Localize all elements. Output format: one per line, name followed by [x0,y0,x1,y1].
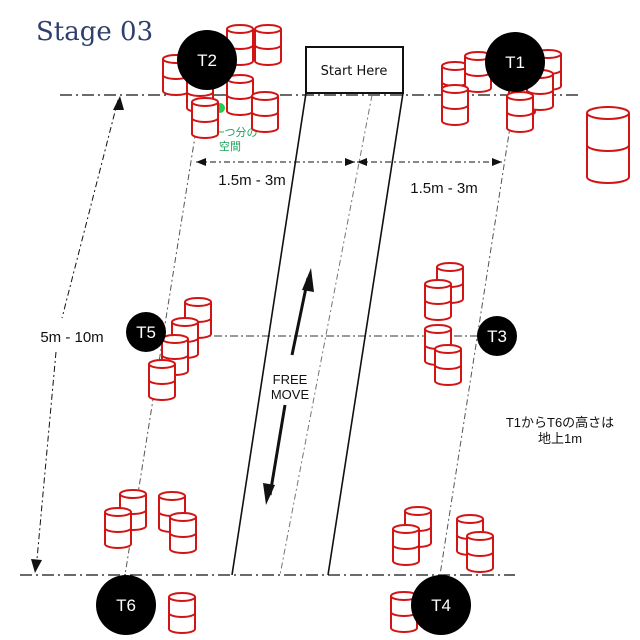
depth-label: 5m - 10m [40,329,103,346]
free-move-label-2: MOVE [271,387,310,402]
barrel [466,531,494,573]
target-disc [411,575,471,635]
stage-title: Stage 03 [36,17,153,47]
gap-label-left: 1.5m - 3m [218,172,286,189]
height-note-1: T1からT6の高さは [506,415,614,430]
barrel [254,24,282,66]
barrel [251,91,279,133]
barrel [119,489,147,531]
barrel [168,592,196,634]
start-label: Start Here [321,64,388,79]
green-note-2: 空間 [219,139,241,153]
barrels [104,24,630,634]
gap-dimension-left [196,158,355,166]
depth-dimension [31,96,124,573]
target-label: T6 [116,596,136,615]
target-disc [477,316,517,356]
lane-right [327,92,404,576]
barrel [390,591,418,633]
barrel [586,106,630,184]
barrel [169,512,197,554]
target-label: T3 [487,327,507,346]
barrel [424,279,452,321]
lane-center [279,94,373,576]
target-t6: T6 [96,575,156,635]
barrel [226,74,254,116]
free-move-label-1: FREE [273,372,308,387]
barrel [506,91,534,133]
target-disc [96,575,156,635]
gap-label-right: 1.5m - 3m [410,180,478,197]
target-label: T2 [197,51,217,70]
start-box [305,46,404,94]
barrel [104,507,132,549]
target-t2: T2 [177,30,237,90]
lane-left [231,92,307,576]
target-label: T1 [505,53,525,72]
target-t1: T1 [485,32,545,92]
target-t3: T3 [477,316,517,356]
barrel [148,359,176,401]
target-t5: T5 [126,312,166,352]
barrel [392,524,420,566]
gap-dimension-right [357,158,502,166]
barrel [434,344,462,386]
target-label: T5 [136,323,156,342]
target-disc [126,312,166,352]
height-note-2: 地上1m [538,431,582,446]
free-move-arrows [263,268,314,505]
target-disc [485,32,545,92]
target-label: T4 [431,596,451,615]
barrel [441,84,469,126]
target-disc [177,30,237,90]
target-t4: T4 [411,575,471,635]
barrel [191,97,219,139]
